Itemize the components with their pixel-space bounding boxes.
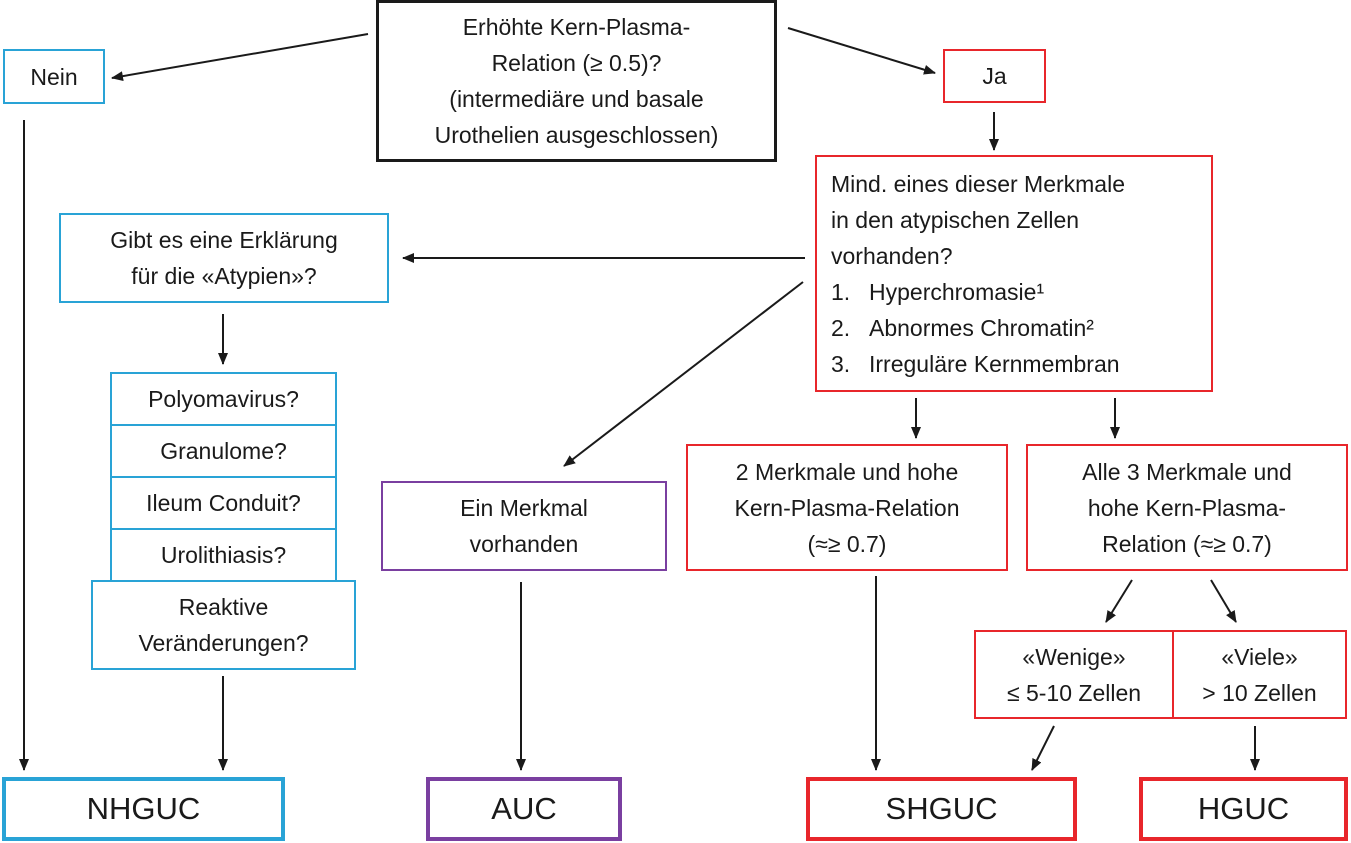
- viele-line-1: «Viele»: [1221, 643, 1298, 670]
- cause-granulome-box: Granulome?: [110, 424, 337, 478]
- cause-urolithiasis-box: Urolithiasis?: [110, 528, 337, 582]
- outcome-hguc-box: HGUC: [1139, 777, 1348, 841]
- ein-merkmal-box: Ein Merkmal vorhanden: [381, 481, 667, 571]
- start-question-box: Erhöhte Kern-Plasma- Relation (≥ 0.5)? (…: [376, 0, 777, 162]
- start-line-2: Relation (≥ 0.5)?: [491, 50, 662, 76]
- zwei-merkmale-box: 2 Merkmale und hohe Kern-Plasma-Relation…: [686, 444, 1008, 571]
- merkmal-item-1: 1. Hyperchromasie¹: [831, 274, 1044, 310]
- nein-label: Nein: [30, 63, 78, 90]
- arrow-wenige-to-shguc: [1031, 725, 1055, 771]
- ein-merkmal-line-1: Ein Merkmal: [460, 495, 588, 521]
- outcome-shguc-box: SHGUC: [806, 777, 1077, 841]
- arrow-merkmale-to-ein: [563, 281, 804, 467]
- zwei-merkmale-line-2: Kern-Plasma-Relation: [734, 494, 960, 521]
- merkmal-num-1: 1.: [831, 278, 851, 305]
- merkmal-num-3: 3.: [831, 350, 851, 377]
- reaktive-line-1: Reaktive: [178, 594, 269, 620]
- erklaerung-line-2: für die «Atypien»?: [131, 263, 317, 289]
- arrow-start-to-nein: [111, 33, 369, 82]
- merkmale-line-3: vorhanden?: [831, 242, 953, 269]
- ein-merkmal-line-2: vorhanden: [469, 531, 579, 557]
- ja-label: Ja: [982, 63, 1007, 89]
- viele-box: «Viele» > 10 Zellen: [1172, 630, 1347, 719]
- ja-box: Ja: [943, 49, 1046, 103]
- viele-line-2: > 10 Zellen: [1202, 679, 1317, 706]
- merkmale-question-box: Mind. eines dieser Merkmale in den atypi…: [815, 155, 1213, 392]
- merkmale-line-1: Mind. eines dieser Merkmale: [831, 170, 1126, 197]
- arrow-drei-to-viele: [1210, 579, 1237, 623]
- drei-merkmale-box: Alle 3 Merkmale und hohe Kern-Plasma- Re…: [1026, 444, 1348, 571]
- outcome-auc-box: AUC: [426, 777, 622, 841]
- arrow-start-to-ja: [787, 27, 936, 75]
- start-line-4: Urothelien ausgeschlossen): [434, 122, 719, 148]
- merkmale-line-2: in den atypischen Zellen: [831, 206, 1080, 233]
- outcome-nhguc-label: NHGUC: [86, 791, 201, 826]
- cause-urolithiasis-label: Urolithiasis?: [160, 542, 287, 568]
- cause-ileum-conduit-label: Ileum Conduit?: [146, 490, 301, 516]
- zwei-merkmale-line-1: 2 Merkmale und hohe: [735, 458, 959, 485]
- start-line-1: Erhöhte Kern-Plasma-: [462, 14, 691, 40]
- cause-polyomavirus-label: Polyomavirus?: [148, 386, 299, 412]
- merkmal-text-3: Irreguläre Kernmembran: [869, 350, 1120, 377]
- drei-merkmale-line-3: Relation (≈≥ 0.7): [1102, 530, 1272, 557]
- cause-polyomavirus-box: Polyomavirus?: [110, 372, 337, 426]
- reaktive-line-2: Veränderungen?: [138, 630, 309, 656]
- outcome-hguc-label: HGUC: [1197, 791, 1290, 826]
- cause-ileum-conduit-box: Ileum Conduit?: [110, 476, 337, 530]
- wenige-line-2: ≤ 5-10 Zellen: [1006, 679, 1142, 706]
- cause-granulome-label: Granulome?: [160, 438, 287, 464]
- outcome-auc-label: AUC: [491, 791, 557, 826]
- outcome-shguc-label: SHGUC: [885, 791, 998, 826]
- erklaerung-box: Gibt es eine Erklärung für die «Atypien»…: [59, 213, 389, 303]
- outcome-nhguc-box: NHGUC: [2, 777, 285, 841]
- merkmal-text-2: Abnormes Chromatin²: [869, 314, 1094, 341]
- wenige-box: «Wenige» ≤ 5-10 Zellen: [974, 630, 1174, 719]
- merkmal-item-3: 3. Irreguläre Kernmembran: [831, 346, 1120, 382]
- start-line-3: (intermediäre und basale: [449, 86, 704, 112]
- drei-merkmale-line-1: Alle 3 Merkmale und: [1082, 458, 1292, 485]
- nein-box: Nein: [3, 49, 105, 104]
- merkmal-num-2: 2.: [831, 314, 851, 341]
- erklaerung-line-1: Gibt es eine Erklärung: [110, 227, 338, 253]
- merkmal-item-2: 2. Abnormes Chromatin²: [831, 310, 1094, 346]
- zwei-merkmale-line-3: (≈≥ 0.7): [807, 530, 887, 557]
- wenige-line-1: «Wenige»: [1022, 643, 1126, 670]
- arrow-drei-to-wenige: [1105, 579, 1133, 623]
- drei-merkmale-line-2: hohe Kern-Plasma-: [1087, 494, 1287, 521]
- merkmal-text-1: Hyperchromasie¹: [869, 278, 1045, 305]
- reaktive-box: Reaktive Veränderungen?: [91, 580, 356, 670]
